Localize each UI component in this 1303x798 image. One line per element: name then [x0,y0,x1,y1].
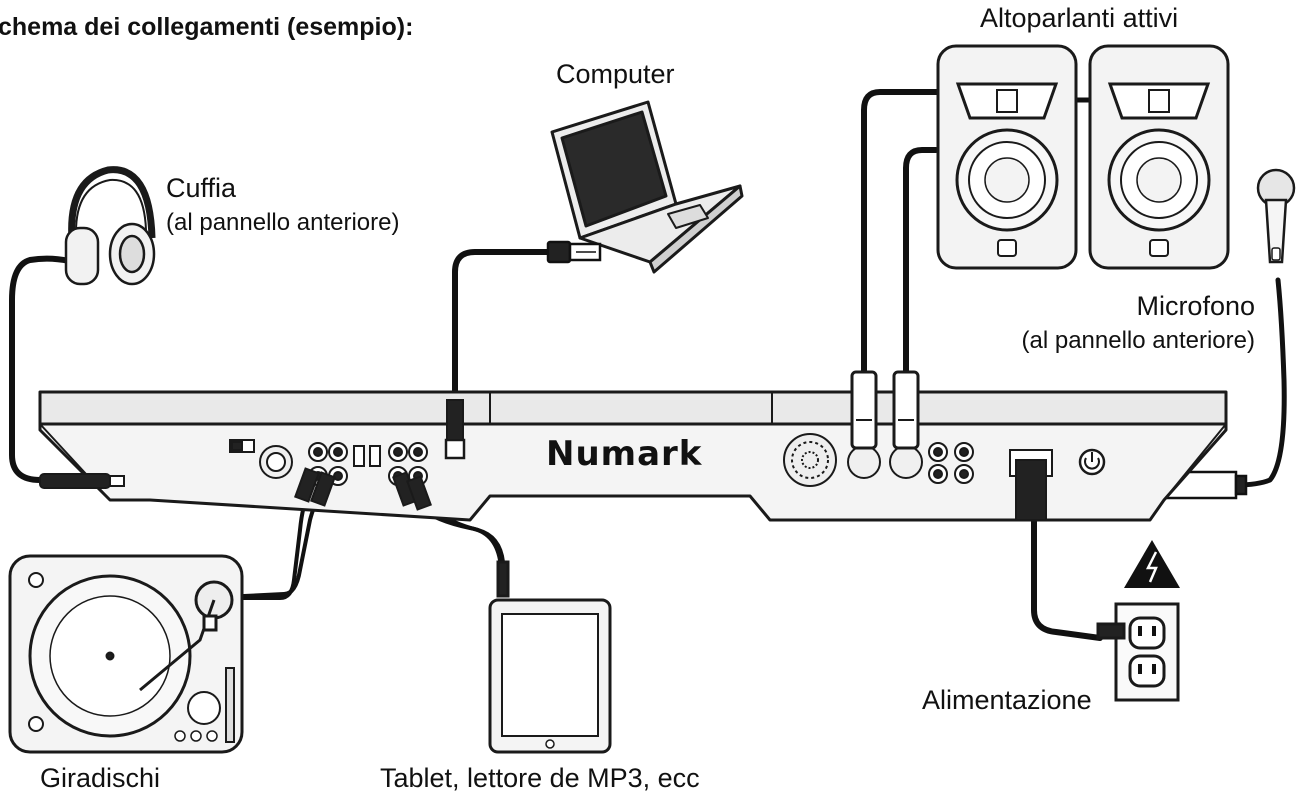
label-microphone: Microfono [1136,291,1255,321]
panel-connectors [39,370,1106,521]
label-speakers: Altoparlanti attivi [980,3,1179,33]
xlr-connector-right-icon [892,370,920,450]
warning-icon [1124,540,1180,588]
label-tablet: Tablet, lettore de MP3, ecc [380,763,700,793]
label-headphones-note: (al pannello anteriore) [166,209,400,236]
label-microphone-note: (al pannello anteriore) [1021,327,1255,354]
usb-connector-icon [446,399,464,441]
headphone-cable [9,255,95,483]
wall-outlet-icon [1096,602,1180,702]
power-cable [1031,517,1103,641]
turntable-icon [8,554,244,754]
label-turntable: Giradischi [40,763,161,793]
speaker-right-icon [1088,44,1230,270]
brand-logo: Numark [546,434,703,474]
headphone-plug-icon [39,473,111,489]
power-plug-icon [1096,622,1126,640]
microphone-icon [1256,168,1296,264]
xlr-connector-left-icon [850,370,878,450]
usb-cable [452,249,551,403]
power-connector-icon [1015,459,1047,521]
label-computer: Computer [556,59,675,89]
diagram-title: chema dei collegamenti (esempio): [0,13,414,41]
speaker-cable-right [903,147,939,375]
microphone-cable [1233,277,1287,488]
turntable-cable-2 [242,498,320,598]
label-power: Alimentazione [922,685,1092,715]
usb-plug-icon [546,240,602,264]
label-headphones: Cuffia [166,173,237,203]
headphones-icon [64,166,156,286]
laptop-icon [550,100,744,274]
tablet-icon [488,560,612,754]
speaker-left-icon [936,44,1078,270]
speaker-cable-left [861,89,943,375]
